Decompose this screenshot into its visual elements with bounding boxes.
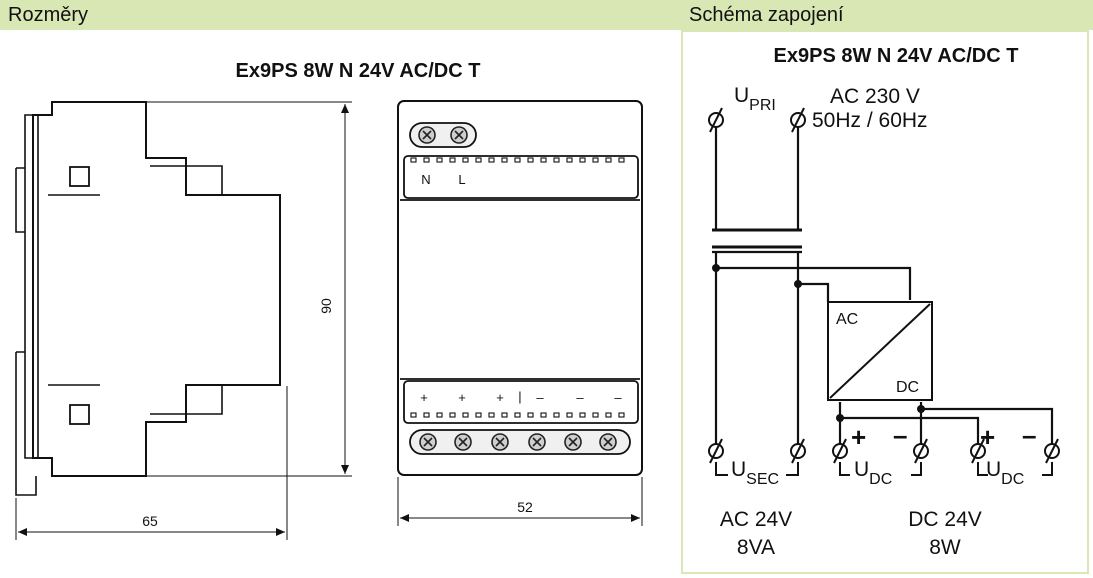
height-label: 90 — [318, 298, 334, 314]
height-dimension — [146, 101, 352, 477]
terminal-label-minus-3: – — [614, 390, 622, 405]
ac-dc-converter — [827, 301, 933, 401]
terminal-label-plus-2: + — [458, 390, 466, 405]
u-dc-label-1: UDC — [854, 458, 892, 488]
dc1-minus-sign: – — [893, 420, 907, 450]
dc2-minus-sign: – — [1022, 420, 1036, 450]
width-label: 52 — [517, 499, 533, 515]
dimensions-title: Ex9PS 8W N 24V AC/DC T — [236, 60, 481, 82]
wiring-header: Schéma zapojení — [681, 0, 1093, 30]
terminal-label-minus-1: – — [536, 390, 544, 405]
ac-output-power: 8VA — [737, 536, 775, 559]
converter-dc-label: DC — [896, 379, 919, 396]
ac-input-label: AC 230 V — [830, 85, 920, 108]
dc2-plus-sign: + — [980, 422, 995, 452]
width-dimension — [397, 477, 643, 526]
depth-label: 65 — [142, 513, 158, 529]
wiring-frame — [681, 30, 1089, 574]
terminal-label-plus-3: + — [496, 390, 504, 405]
output-brackets — [715, 462, 1053, 476]
depth-dimension — [15, 386, 288, 540]
front-view — [397, 100, 643, 476]
terminal-label-minus-2: – — [576, 390, 584, 405]
dc-output-voltage: DC 24V — [908, 508, 982, 531]
dc1-plus-sign: + — [851, 422, 866, 452]
frequency-label: 50Hz / 60Hz — [812, 109, 928, 132]
terminal-separator: | — [518, 389, 521, 404]
dc-output-power: 8W — [929, 536, 961, 559]
top-vent-marks — [410, 157, 625, 163]
converter-ac-label: AC — [836, 311, 858, 328]
junction-dots — [712, 264, 925, 422]
u-dc-label-2: UDC — [986, 458, 1024, 488]
ac-output-voltage: AC 24V — [720, 508, 792, 531]
bottom-vent-marks — [410, 412, 625, 418]
dimensions-header: Rozměry — [0, 0, 681, 30]
side-view — [15, 101, 281, 496]
terminal-label-n: N — [421, 172, 430, 187]
terminal-label-l: L — [458, 172, 465, 187]
u-sec-label: USEC — [731, 458, 779, 488]
u-pri-label: UPRI — [734, 84, 776, 114]
schema-title: Ex9PS 8W N 24V AC/DC T — [774, 45, 1019, 67]
terminal-label-plus-1: + — [420, 390, 428, 405]
